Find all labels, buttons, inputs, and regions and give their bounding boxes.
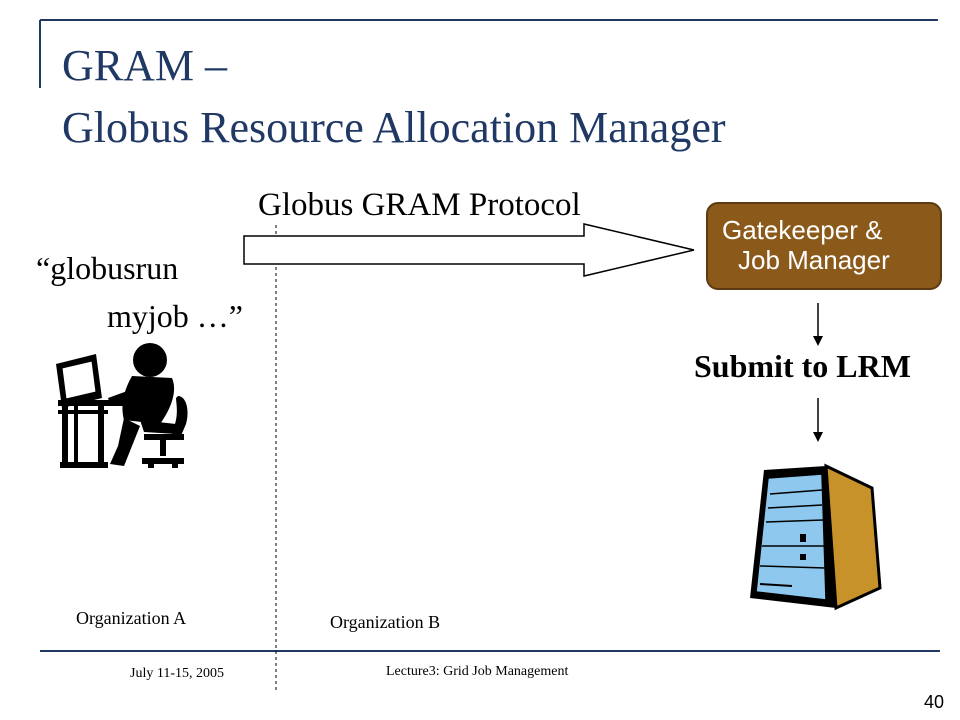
protocol-arrow (243, 223, 695, 277)
slide-title-line2: Globus Resource Allocation Manager (62, 103, 726, 152)
submit-to-lrm-label: Submit to LRM (694, 348, 911, 384)
command-line1: “globusrun (36, 250, 179, 286)
footer-date: July 11-15, 2005 (130, 666, 224, 681)
command-line2: myjob …” (107, 298, 243, 334)
gatekeeper-label-line2: Job Manager (738, 245, 890, 275)
organization-a-label: Organization A (76, 608, 187, 628)
organization-b-label: Organization B (330, 612, 441, 632)
slide-title-line1: GRAM – (62, 41, 228, 90)
protocol-label: Globus GRAM Protocol (258, 187, 581, 223)
server-tower-icon (750, 463, 882, 611)
gatekeeper-label-line1: Gatekeeper & (722, 215, 883, 245)
footer-title: Lecture3: Grid Job Management (386, 664, 569, 679)
person-at-computer-icon (56, 343, 188, 468)
gatekeeper-down-arrow (813, 303, 823, 346)
lrm-down-arrow (813, 398, 823, 442)
page-number: 40 (924, 692, 945, 712)
gatekeeper-box: Gatekeeper & Job Manager (706, 202, 942, 290)
